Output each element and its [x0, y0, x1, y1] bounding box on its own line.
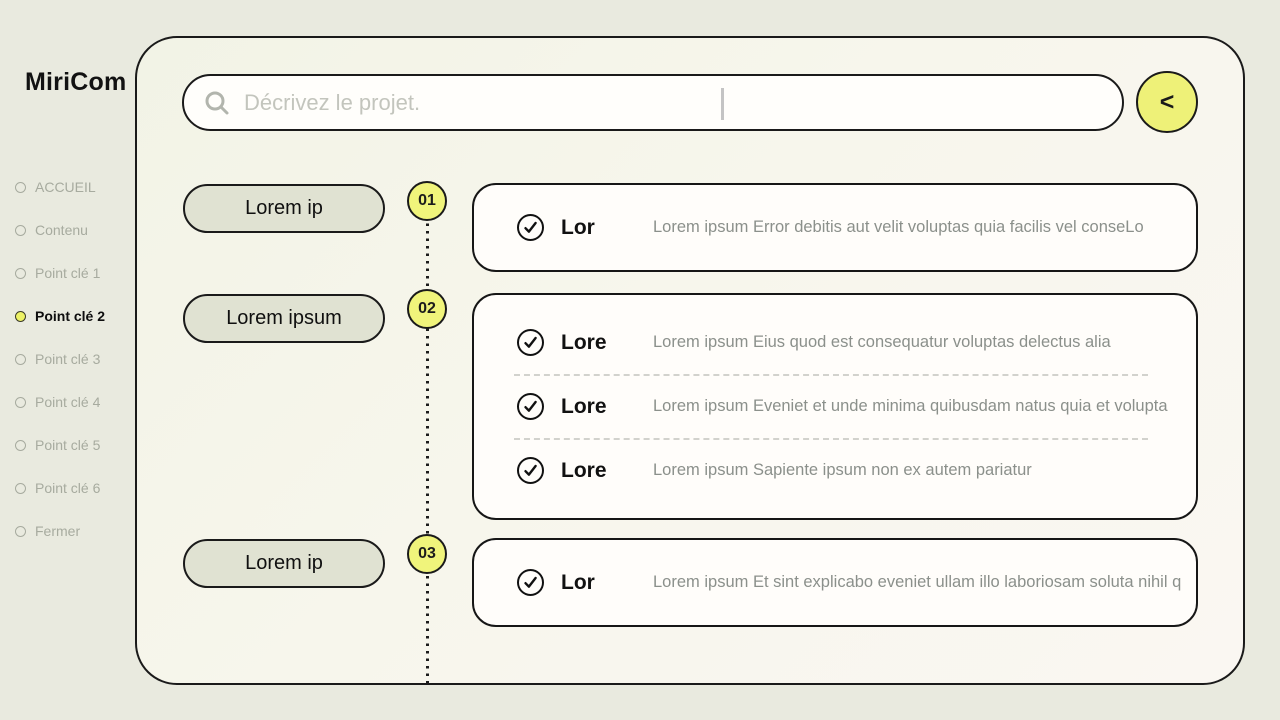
sidebar-item-fermer[interactable]: Fermer: [15, 520, 135, 542]
row-text: Lorem ipsum Et sint explicabo eveniet ul…: [653, 573, 1182, 591]
radio-bullet-icon: [15, 439, 26, 451]
back-button[interactable]: <: [1136, 71, 1198, 133]
main-panel: < 01 02 03 Lorem ip Lorem ipsum Lorem ip…: [135, 36, 1245, 685]
app-logo: MiriCom: [25, 68, 127, 96]
sidebar-item-label: Point clé 1: [35, 265, 101, 281]
step-pill-button-2[interactable]: Lorem ipsum: [183, 294, 385, 343]
checkmark-circle-icon[interactable]: [516, 392, 545, 421]
radio-bullet-icon: [15, 396, 26, 408]
sidebar-item-label: Point clé 4: [35, 394, 101, 410]
row-text: Lorem ipsum Eveniet et unde minima quibu…: [653, 397, 1168, 415]
row-text: Lorem ipsum Eius quod est consequatur vo…: [653, 333, 1111, 351]
sidebar-item-point-cle-4[interactable]: Point clé 4: [15, 391, 135, 413]
radio-bullet-icon: [15, 224, 26, 236]
sidebar-item-accueil[interactable]: ACCUEIL: [15, 176, 135, 198]
row-text: Lorem ipsum Error debitis aut velit volu…: [653, 218, 1144, 236]
step-badge-02: 02: [407, 289, 447, 329]
sidebar-item-point-cle-5[interactable]: Point clé 5: [15, 434, 135, 456]
checkmark-circle-icon[interactable]: [516, 568, 545, 597]
sidebar-item-point-cle-6[interactable]: Point clé 6: [15, 477, 135, 499]
radio-bullet-icon: [15, 353, 26, 365]
dashed-divider: [514, 373, 1148, 376]
dashed-divider: [514, 437, 1148, 440]
step-card-2: Lore Lorem ipsum Eius quod est consequat…: [472, 293, 1198, 520]
search-bar: [182, 74, 1124, 131]
row-title: Lore: [561, 458, 607, 482]
sidebar-item-point-cle-1[interactable]: Point clé 1: [15, 262, 135, 284]
checklist-row: Lore Lorem ipsum Eius quod est consequat…: [474, 312, 1196, 374]
checklist-row: Lor Lorem ipsum Et sint explicabo evenie…: [474, 540, 1196, 625]
sidebar: ACCUEIL Contenu Point clé 1 Point clé 2 …: [15, 176, 135, 563]
search-icon: [205, 91, 229, 114]
sidebar-item-label: ACCUEIL: [35, 179, 96, 195]
sidebar-item-label: Point clé 2: [35, 308, 106, 324]
search-input[interactable]: [244, 89, 1102, 116]
sidebar-item-label: Point clé 5: [35, 437, 101, 453]
checkmark-circle-icon[interactable]: [516, 328, 545, 357]
sidebar-item-contenu[interactable]: Contenu: [15, 219, 135, 241]
sidebar-item-label: Point clé 6: [35, 480, 101, 496]
timeline-dotted-line: [426, 201, 429, 685]
radio-bullet-icon: [15, 181, 26, 193]
row-title: Lor: [561, 215, 595, 239]
step-badge-03: 03: [407, 534, 447, 574]
row-title: Lore: [561, 394, 607, 418]
step-pill-button-3[interactable]: Lorem ip: [183, 539, 385, 588]
radio-bullet-icon: [15, 482, 26, 494]
row-title: Lor: [561, 570, 595, 594]
checklist-row: Lor Lorem ipsum Error debitis aut velit …: [474, 185, 1196, 270]
sidebar-item-label: Point clé 3: [35, 351, 101, 367]
row-text: Lorem ipsum Sapiente ipsum non ex autem …: [653, 461, 1032, 479]
sidebar-item-point-cle-2[interactable]: Point clé 2: [15, 305, 135, 327]
radio-bullet-icon: [15, 267, 26, 279]
radio-bullet-icon: [15, 525, 26, 537]
checkmark-circle-icon[interactable]: [516, 456, 545, 485]
step-pill-button-1[interactable]: Lorem ip: [183, 184, 385, 233]
step-card-1: Lor Lorem ipsum Error debitis aut velit …: [472, 183, 1198, 272]
checkmark-circle-icon[interactable]: [516, 213, 545, 242]
sidebar-item-label: Fermer: [35, 523, 81, 539]
step-badge-01: 01: [407, 181, 447, 221]
step-card-3: Lor Lorem ipsum Et sint explicabo evenie…: [472, 538, 1198, 627]
radio-bullet-icon-active: [15, 310, 26, 322]
checklist-row: Lore Lorem ipsum Eveniet et unde minima …: [474, 376, 1196, 438]
sidebar-item-point-cle-3[interactable]: Point clé 3: [15, 348, 135, 370]
checklist-row: Lore Lorem ipsum Sapiente ipsum non ex a…: [474, 440, 1196, 502]
sidebar-item-label: Contenu: [35, 222, 88, 238]
row-title: Lore: [561, 330, 607, 354]
